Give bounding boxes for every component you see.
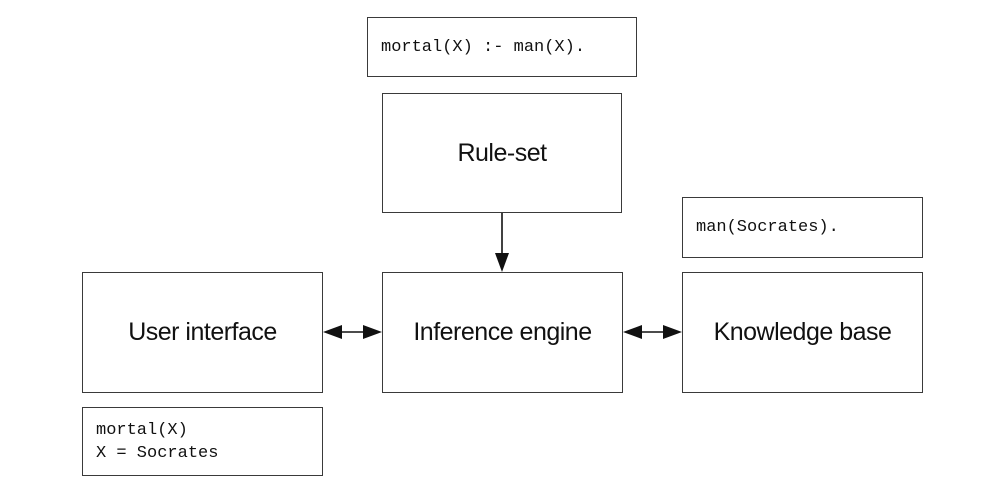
user-interface-node: User interface <box>82 272 323 393</box>
arrowhead-icon <box>495 253 509 272</box>
query-line: X = Socrates <box>96 443 219 463</box>
arrowhead-icon <box>663 325 682 339</box>
arrowhead-icon <box>363 325 382 339</box>
inference-engine-node: Inference engine <box>382 272 623 393</box>
edge-user-interface-inference-engine <box>323 325 382 339</box>
query-line: mortal(X) <box>96 420 188 440</box>
edge-rule-set-to-inference-engine <box>495 213 509 272</box>
fact-code-annotation: man(Socrates). <box>682 197 923 258</box>
knowledge-base-node: Knowledge base <box>682 272 923 393</box>
arrowhead-icon <box>323 325 342 339</box>
rule-code-annotation: mortal(X) :- man(X). <box>367 17 637 77</box>
arrowhead-icon <box>623 325 642 339</box>
edge-inference-engine-knowledge-base <box>623 325 682 339</box>
fact-code-text: man(Socrates). <box>696 218 839 237</box>
knowledge-base-label: Knowledge base <box>713 318 892 346</box>
rule-set-label: Rule-set <box>457 138 547 167</box>
inference-engine-label: Inference engine <box>413 318 592 346</box>
rule-set-node: Rule-set <box>382 93 622 213</box>
user-interface-label: User interface <box>128 318 277 346</box>
rule-code-text: mortal(X) :- man(X). <box>381 37 586 57</box>
query-annotation: mortal(X) X = Socrates <box>82 407 323 476</box>
